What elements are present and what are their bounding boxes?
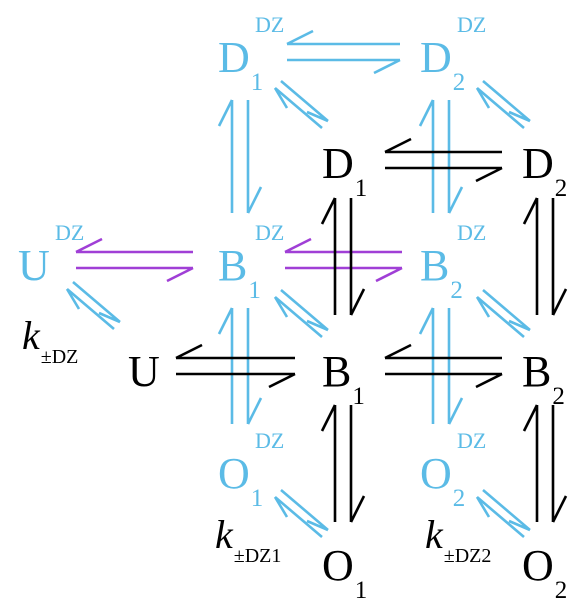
node-superscript: DZ (457, 220, 487, 245)
arrow-d1dz-d1 (273, 80, 329, 129)
rate-subscript: ±DZ1 (233, 545, 282, 567)
arrow-udz-b1dz (75, 237, 194, 283)
node-subscript: 1 (354, 577, 368, 604)
arrow-o1dz-b1dz (217, 307, 263, 425)
node-superscript: DZ (457, 428, 487, 453)
node-subscript: 2 (452, 69, 466, 96)
node-subscript: 1 (354, 175, 368, 202)
arrow-u-b1 (175, 343, 296, 389)
rate-subscript: ±DZ (40, 346, 79, 368)
node-o1-dz: O1 DZ (218, 430, 284, 512)
rate-subscript: ±DZ2 (443, 545, 492, 567)
arrow-b1dz-b2dz (284, 237, 403, 283)
node-superscript: DZ (255, 220, 285, 245)
node-subscript: 2 (552, 383, 565, 410)
node-base: O (522, 541, 554, 590)
node-b1: B1 (322, 347, 365, 410)
arrow-o1-b1 (320, 404, 366, 523)
node-base: O (218, 449, 250, 498)
node-d2-dz: D2 DZ (420, 14, 486, 96)
arrow-b1dz-d1dz (217, 99, 263, 214)
node-d1-dz: D1 DZ (218, 14, 284, 96)
arrow-d2dz-d2 (475, 80, 531, 129)
node-base: B (322, 347, 352, 396)
node-superscript: DZ (255, 12, 285, 37)
node-b2-dz: B2 DZ (420, 222, 486, 304)
node-subscript: 1 (250, 69, 264, 96)
node-o1: O1 (322, 541, 367, 604)
node-o2-dz: O2 DZ (420, 430, 486, 512)
node-base: O (322, 541, 354, 590)
node-base: O (420, 449, 452, 498)
rate-k-dz1: k±DZ1 (215, 511, 281, 567)
node-subscript: 2 (554, 577, 568, 604)
arrow-b1dz-b1 (273, 289, 329, 338)
arrow-b1-b2 (384, 343, 503, 389)
node-base: B (420, 241, 450, 290)
rate-k-dz: k±DZ (22, 312, 78, 368)
node-subscript: 1 (352, 383, 365, 410)
node-base: U (18, 241, 50, 290)
node-base: D (322, 139, 354, 188)
arrow-b2-d2 (522, 197, 568, 316)
rate-symbol: k (22, 313, 40, 358)
arrow-udz-u (65, 281, 121, 330)
arrow-o1dz-o1 (273, 489, 329, 538)
node-o2: O2 (522, 541, 567, 604)
arrow-b2dz-b2 (475, 289, 531, 338)
node-base: D (420, 33, 452, 82)
rate-symbol: k (215, 512, 233, 557)
node-superscript: DZ (457, 12, 487, 37)
node-b2: B2 (522, 347, 565, 410)
arrow-o2-b2 (522, 404, 568, 523)
node-d1: D1 (322, 139, 367, 202)
rate-symbol: k (425, 512, 443, 557)
node-subscript: 2 (450, 277, 463, 304)
node-subscript: 1 (248, 277, 261, 304)
node-base: B (522, 347, 552, 396)
arrow-o2dz-o2 (475, 489, 531, 538)
node-superscript: DZ (255, 428, 285, 453)
node-u: U (128, 350, 160, 394)
node-superscript: DZ (55, 220, 85, 245)
arrow-b1-d1 (320, 197, 366, 316)
node-base: U (128, 347, 160, 396)
arrow-o2dz-b2dz (418, 307, 464, 425)
node-base: B (218, 241, 248, 290)
node-base: D (218, 33, 250, 82)
node-subscript: 2 (554, 175, 568, 202)
node-subscript: 2 (452, 485, 466, 512)
arrow-d1-d2 (384, 137, 503, 183)
node-b1-dz: B1 DZ (218, 222, 284, 304)
node-d2: D2 (522, 139, 567, 202)
arrow-d1dz-d2dz (286, 29, 401, 75)
arrow-b2dz-d2dz (418, 99, 464, 214)
rate-k-dz2: k±DZ2 (425, 511, 491, 567)
node-base: D (522, 139, 554, 188)
node-subscript: 1 (250, 485, 264, 512)
